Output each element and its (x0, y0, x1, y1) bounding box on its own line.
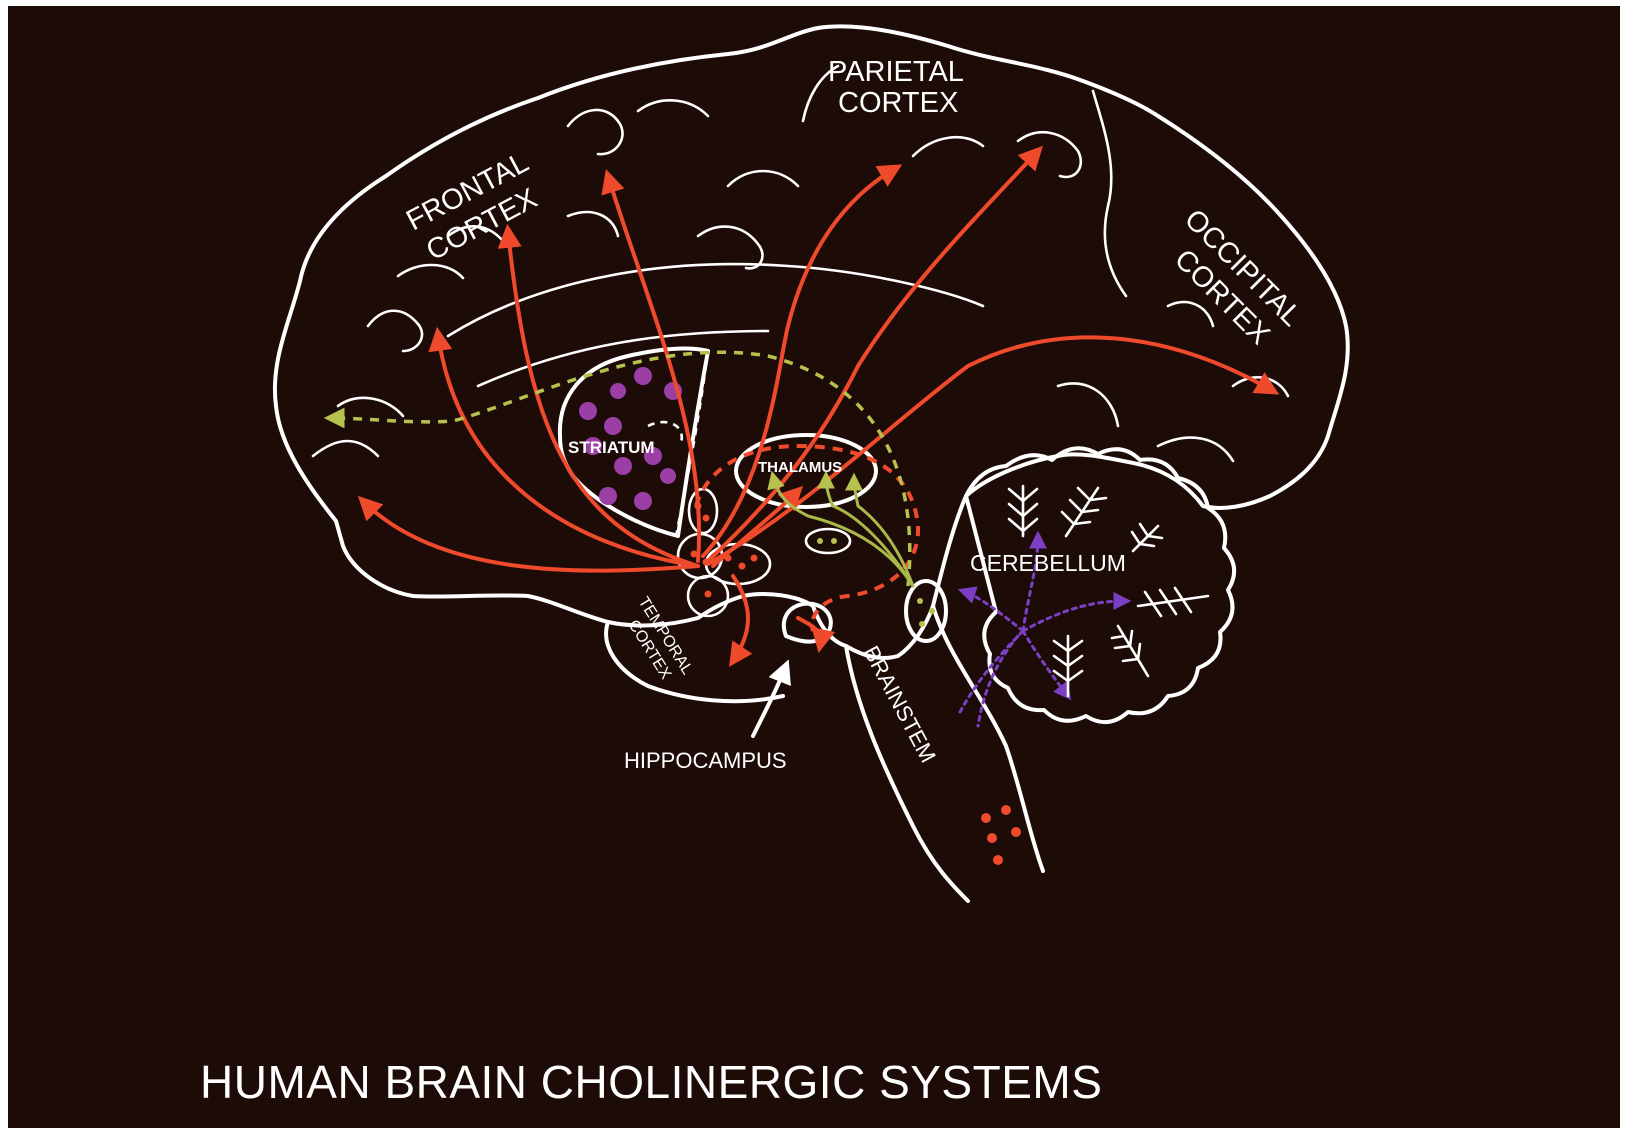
brainstem-label: BRAINSTEM (859, 642, 941, 767)
parietal-label-line2: CORTEX (838, 87, 958, 119)
diagram-title: HUMAN BRAIN CHOLINERGIC SYSTEMS (200, 1056, 1102, 1108)
hippocampus-label: HIPPOCAMPUS (624, 748, 787, 773)
thalamic-nucleus (806, 529, 850, 553)
cortical-sulci (313, 66, 1288, 461)
brain-diagram: FRONTAL CORTEX PARIETAL CORTEX OCCIPITAL… (8, 6, 1620, 1128)
brainstem-outline (846, 646, 968, 901)
brainstem-neurons (981, 805, 1021, 865)
diagram-slide: FRONTAL CORTEX PARIETAL CORTEX OCCIPITAL… (8, 6, 1620, 1128)
cerebellar-folia (1009, 486, 1208, 696)
pedunculopontine-nucleus (906, 581, 946, 641)
striatum-label: STRIATUM (568, 438, 655, 457)
cerebellum-label: CEREBELLUM (970, 550, 1126, 576)
thalamus-label: THALAMUS (758, 459, 842, 476)
parietal-label-line1: PARIETAL (828, 56, 964, 88)
cerebellum-outline (966, 448, 1234, 722)
cerebrum-outline (275, 26, 1348, 658)
